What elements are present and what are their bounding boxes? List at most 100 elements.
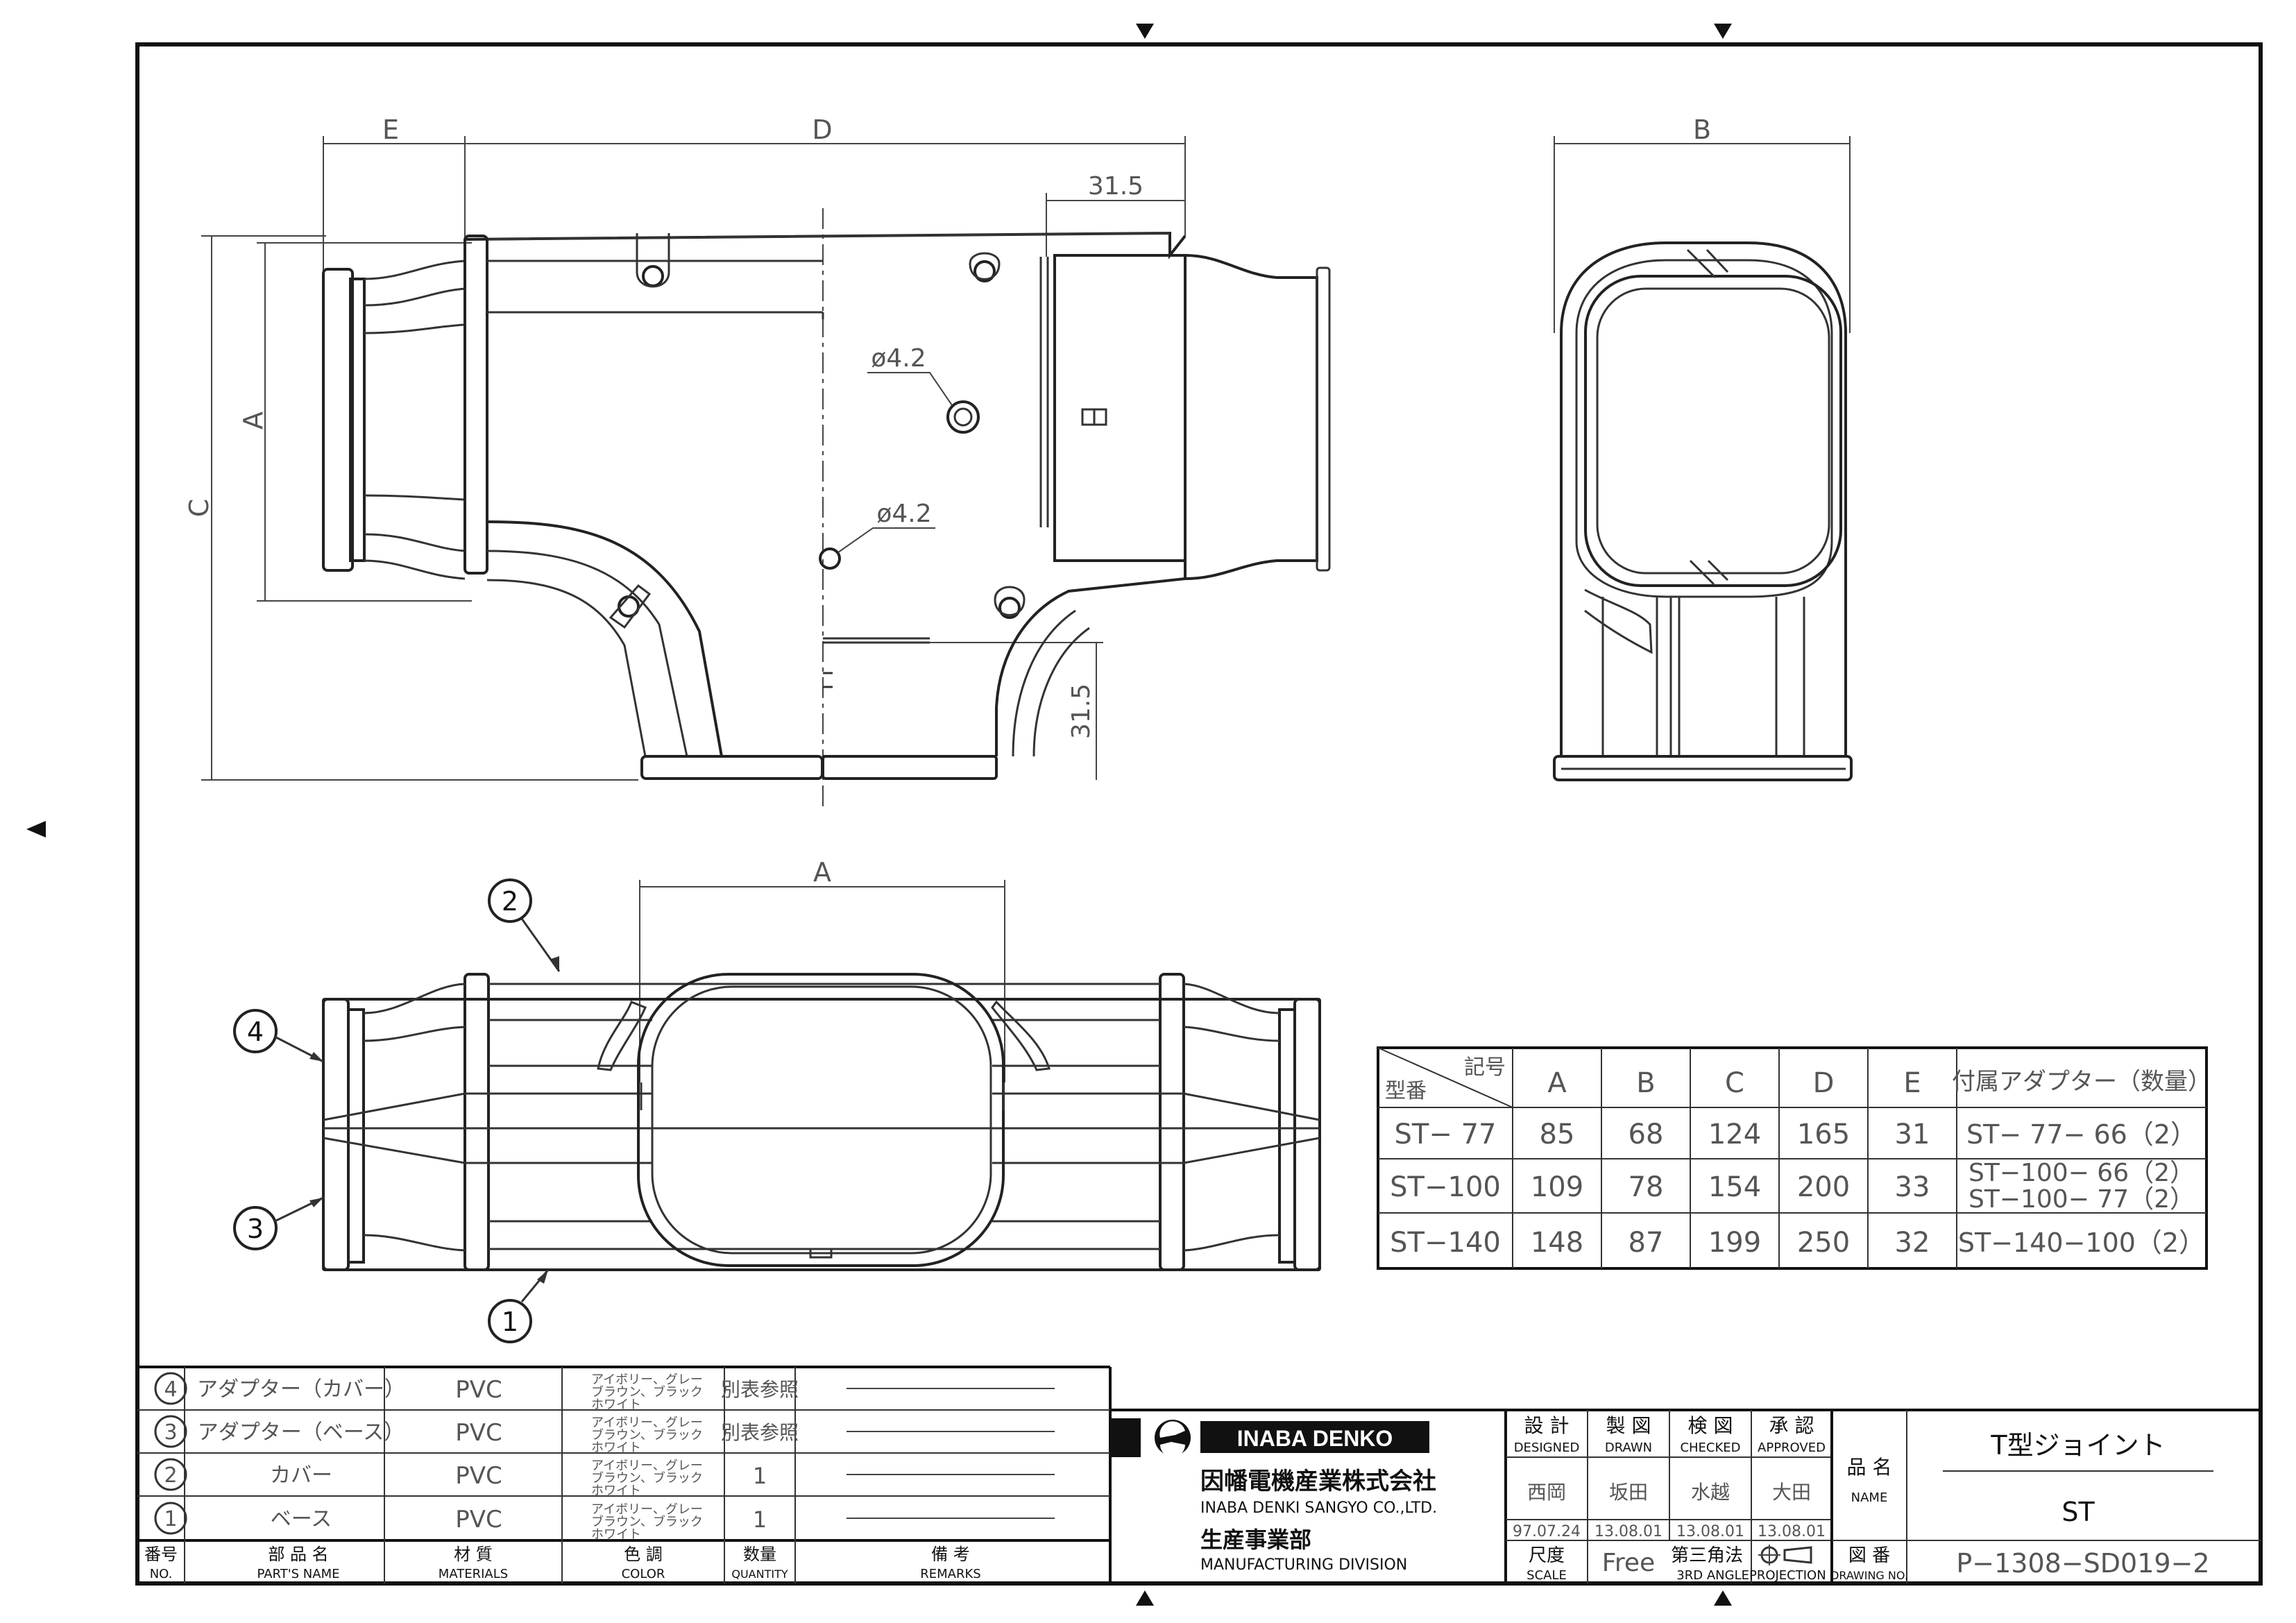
table-header-c: C [1725, 1067, 1744, 1099]
approval-drawn-label-en: DRAWN [1605, 1441, 1652, 1455]
part-3-material: PVC [455, 1419, 502, 1447]
size-table: 記号 型番 A B C D E 付属アダプター（数量） ST− 77 85 68… [1377, 1046, 2211, 1270]
plan-view: A [322, 857, 1321, 1271]
company-name-en: INABA DENKI SANGYO CO.,LTD. [1200, 1499, 1437, 1517]
header-name: 部 品 名 [268, 1545, 328, 1564]
drawing-no-label: 図 番 [1848, 1545, 1890, 1566]
part-3-qty: 別表参照 [721, 1421, 799, 1444]
balloon-2: 2 [488, 878, 561, 972]
part-1-color-3: ホワイト [591, 1527, 641, 1542]
part-4-name: アダプター（カバー） [197, 1377, 405, 1402]
approval-checked-label: 検 図 [1688, 1414, 1733, 1437]
part-4-color-3: ホワイト [591, 1397, 641, 1412]
row-2-model: ST−100 [1390, 1171, 1501, 1203]
approval-approved-person: 大田 [1772, 1481, 1811, 1504]
dim-a: A [238, 411, 269, 430]
sheet-border [135, 42, 2263, 1586]
scale-label: 尺度 [1529, 1545, 1565, 1566]
header-material-en: MATERIALS [439, 1567, 508, 1581]
center-mark-top-left [1136, 24, 1154, 39]
part-2-no: 2 [164, 1463, 177, 1488]
row-3-model: ST−140 [1390, 1227, 1501, 1259]
division-jp: 生産事業部 [1200, 1527, 1311, 1553]
part-2-color-2: ブラウン、ブラック [591, 1470, 703, 1486]
center-mark-left [26, 821, 46, 838]
table-header-adapter: 付属アダプター（数量） [1952, 1068, 2211, 1096]
row-1-a: 85 [1540, 1119, 1575, 1150]
product-model: ST [2061, 1497, 2095, 1527]
balloon-4: 4 [233, 1009, 324, 1063]
svg-text:4: 4 [247, 1017, 264, 1047]
header-color: 色 調 [624, 1545, 663, 1564]
dim-d: D [812, 114, 832, 145]
balloon-1: 1 [488, 1269, 550, 1343]
row-1-adapter: ST− 77− 66（2） [1966, 1119, 2197, 1150]
part-2-color-1: アイボリー、グレー [591, 1459, 703, 1473]
row-1-c: 124 [1708, 1119, 1761, 1150]
part-2-name: カバー [270, 1463, 332, 1488]
header-material: 材 質 [454, 1545, 493, 1564]
company-logo: INABA DENKO [1112, 1418, 1429, 1457]
table-header-b: B [1636, 1067, 1655, 1099]
part-3-color-2: ブラウン、ブラック [591, 1427, 703, 1443]
part-4-qty: 別表参照 [721, 1378, 799, 1401]
header-remarks-en: REMARKS [920, 1567, 980, 1581]
projection-label-en: 3RD ANGLEPROJECTION [1676, 1568, 1826, 1583]
dim-31-5-side: 31.5 [1067, 683, 1096, 739]
row-2-b: 78 [1629, 1171, 1664, 1203]
parts-list: 4 アダプター（カバー） PVC アイボリー、グレー ブラウン、ブラック ホワイ… [137, 1366, 1112, 1583]
part-1-material: PVC [455, 1506, 502, 1533]
part-4-color-2: ブラウン、ブラック [591, 1384, 703, 1400]
table-header-e: E [1903, 1067, 1921, 1099]
row-2-adapter-1: ST−100− 66（2） [1968, 1159, 2195, 1187]
svg-text:2: 2 [502, 886, 518, 917]
approval-designed-date: 97.07.24 [1513, 1523, 1581, 1540]
drawing-no-label-en: DRAWING NO. [1830, 1569, 1908, 1582]
part-4-no: 4 [164, 1377, 177, 1402]
balloon-3: 3 [233, 1196, 324, 1250]
part-2-material: PVC [455, 1462, 502, 1490]
part-2-color-3: ホワイト [591, 1484, 641, 1498]
dim-e: E [382, 114, 399, 145]
table-header-d: D [1813, 1067, 1835, 1099]
front-view: E D 31.5 C A 31.5 [184, 114, 1331, 812]
dim-31-5-top: 31.5 [1088, 172, 1143, 201]
part-3-name: アダプター（ベース） [198, 1420, 405, 1445]
projection-symbol-icon [1758, 1545, 1812, 1565]
hole-label-2: ø4.2 [876, 500, 931, 528]
part-1-color-1: アイボリー、グレー [591, 1502, 703, 1517]
header-color-en: COLOR [622, 1567, 665, 1581]
table-corner-model: 型番 [1385, 1079, 1427, 1103]
row-3-c: 199 [1708, 1227, 1761, 1259]
part-4-material: PVC [455, 1376, 502, 1404]
approval-drawn-label: 製 図 [1606, 1414, 1651, 1437]
brand-name: INABA DENKO [1237, 1426, 1393, 1451]
approval-designed-label-en: DESIGNED [1514, 1441, 1580, 1455]
row-3-e: 32 [1895, 1227, 1930, 1259]
name-label-en: NAME [1851, 1490, 1888, 1505]
center-mark-bottom-right [1714, 1590, 1732, 1606]
approval-approved-date: 13.08.01 [1758, 1523, 1826, 1540]
row-3-adapter: ST−140−100（2） [1958, 1227, 2205, 1258]
dim-c: C [184, 499, 214, 518]
approval-drawn-person: 坂田 [1609, 1481, 1648, 1504]
scale-label-en: SCALE [1527, 1568, 1567, 1583]
center-mark-top-right [1714, 24, 1732, 39]
part-1-no: 1 [164, 1507, 177, 1531]
part-3-color-1: アイボリー、グレー [591, 1416, 703, 1430]
projection-label: 第三角法 [1671, 1545, 1743, 1566]
approval-approved-label-en: APPROVED [1758, 1441, 1826, 1455]
header-qty: 数量 [743, 1545, 776, 1564]
row-2-adapter-2: ST−100− 77（2） [1968, 1185, 2195, 1214]
part-1-qty: 1 [753, 1506, 767, 1533]
header-no: 番号 [144, 1545, 178, 1564]
division-en: MANUFACTURING DIVISION [1200, 1556, 1407, 1574]
svg-text:3: 3 [247, 1214, 264, 1244]
row-2-e: 33 [1895, 1171, 1930, 1203]
approval-designed-label: 設 計 [1524, 1414, 1570, 1437]
part-4-color-1: アイボリー、グレー [591, 1373, 703, 1387]
row-1-model: ST− 77 [1395, 1119, 1497, 1150]
part-2-qty: 1 [753, 1463, 767, 1489]
row-1-b: 68 [1629, 1119, 1664, 1150]
table-header-a: A [1547, 1067, 1567, 1099]
